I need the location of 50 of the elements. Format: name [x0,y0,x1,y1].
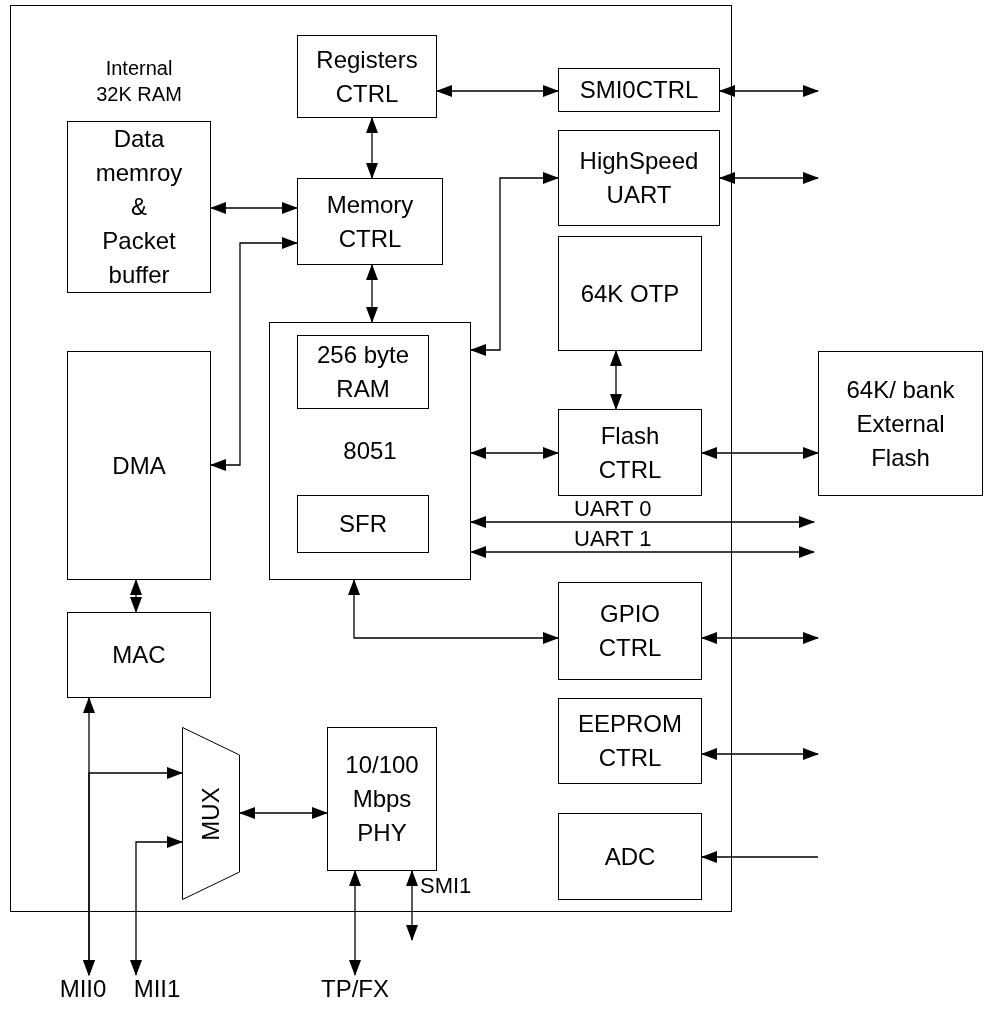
block-box: SFR [297,495,429,553]
pin-label: TP/FX [322,975,388,1003]
block-box: EEPROM CTRL [558,698,702,784]
connector-arrow [349,870,361,976]
mux-trapezoid: MUX [182,727,240,900]
connector-arrow [701,632,819,644]
block-box: Data memroy & Packet buffer [67,121,211,293]
block-box: Flash CTRL [558,409,702,496]
connector-arrow [719,172,819,184]
connector-arrow [470,172,559,356]
block-caption: Internal 32K RAM [95,56,183,107]
connector-arrow [701,447,819,459]
block-box: MAC [67,612,211,698]
connector-arrow [366,264,378,323]
connector-arrow [470,447,559,459]
connector-arrow [348,579,559,644]
connector-arrow [406,870,418,941]
connector-arrow [701,851,819,863]
connector-arrow [366,117,378,179]
block-box: 10/100 Mbps PHY [327,727,437,871]
block-box: DMA [67,351,211,580]
connector-arrow [610,350,622,410]
block-box [269,322,471,580]
connector-arrow [470,516,815,528]
block-box: 64K/ bank External Flash [818,351,983,496]
pin-label: MII1 [128,975,186,1003]
block-box: 256 byte RAM [297,335,429,409]
connector-arrow [210,237,298,471]
connector-arrow [130,836,183,976]
block-box: 64K OTP [558,236,702,351]
block-box: Registers CTRL [297,35,437,118]
block-box: Memory CTRL [297,178,443,265]
block-box: GPIO CTRL [558,582,702,680]
block-box: ADC [558,813,702,900]
block-box: SMI0CTRL [558,68,720,112]
edge-label: UART 1 [574,527,652,551]
block-label: 8051 [343,436,397,466]
pin-label: MII0 [52,975,114,1003]
connector-arrow [239,807,328,819]
connector-arrow [130,579,142,613]
connector-arrow [83,767,183,976]
chip-outline [10,5,732,912]
edge-label: UART 0 [574,497,652,521]
edge-label: SMI1 [420,874,472,898]
connector-arrow [719,85,819,97]
block-box: HighSpeed UART [558,130,720,226]
connector-arrow [210,202,298,214]
connector-arrow [470,546,815,558]
connector-arrow [701,748,819,760]
connector-arrow [436,85,559,97]
